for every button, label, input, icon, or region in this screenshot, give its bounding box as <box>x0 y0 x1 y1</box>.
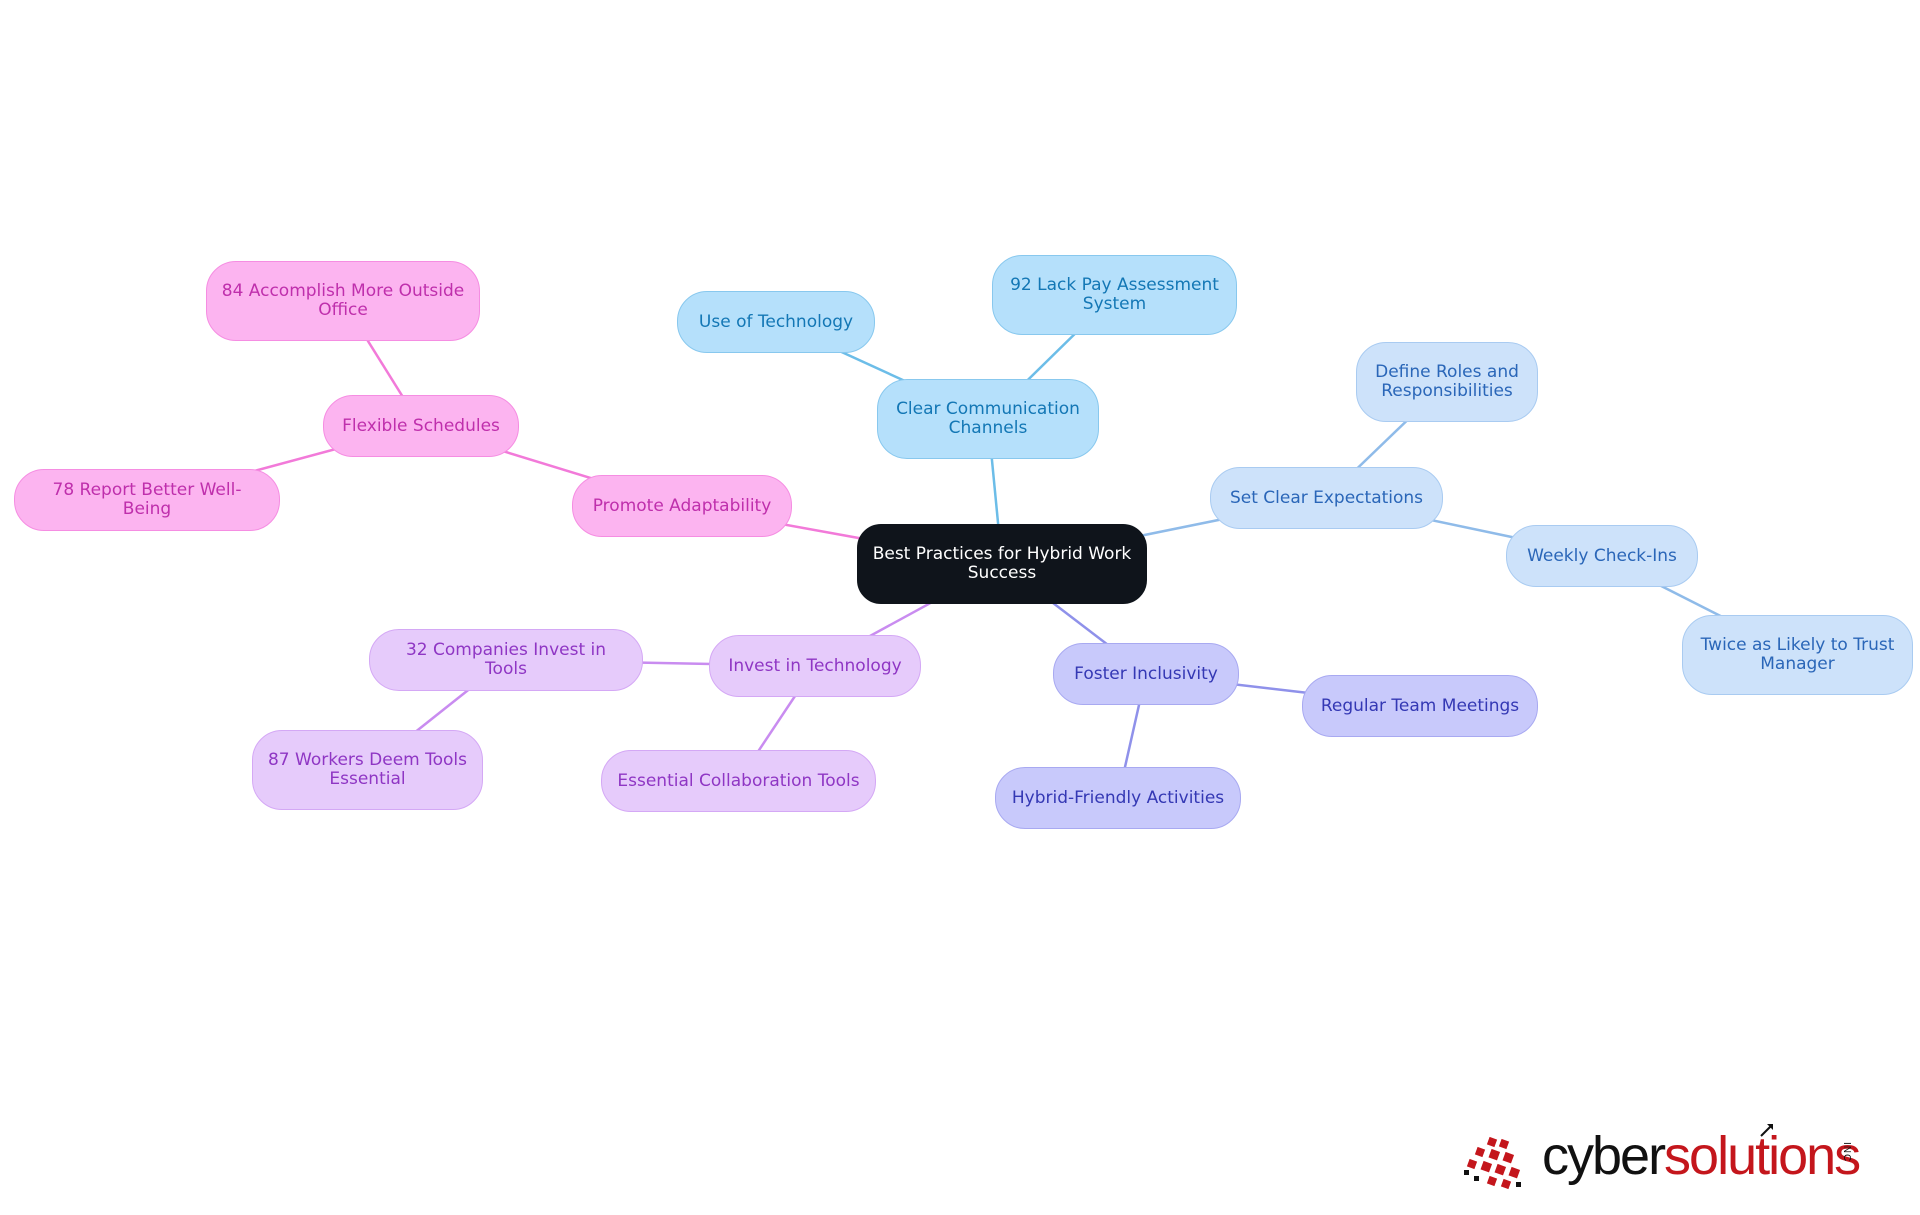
node-regular-team-meetings: Regular Team Meetings <box>1302 675 1538 737</box>
node-84-accomplish-more: 84 Accomplish More Outside Office <box>206 261 480 341</box>
node-78-report-better: 78 Report Better Well-Being <box>14 469 280 531</box>
node-87-workers-deem: 87 Workers Deem Tools Essential <box>252 730 483 810</box>
logo-wordmark: cybersolutions <box>1542 1126 1861 1186</box>
node-92-lack-pay: 92 Lack Pay Assessment System <box>992 255 1237 335</box>
node-invest-in-technology: Invest in Technology <box>709 635 921 697</box>
node-use-of-technology: Use of Technology <box>677 291 875 353</box>
root-node: Best Practices for Hybrid Work Success <box>857 524 1147 604</box>
node-define-roles: Define Roles and Responsibilities <box>1356 342 1538 422</box>
node-flexible-schedules: Flexible Schedules <box>323 395 519 457</box>
logo-mark-icon <box>1464 1136 1521 1190</box>
node-32-companies-invest: 32 Companies Invest in Tools <box>369 629 643 691</box>
node-promote-adaptability: Promote Adaptability <box>572 475 792 537</box>
node-clear-communication: Clear Communication Channels <box>877 379 1099 459</box>
node-hybrid-friendly-activities: Hybrid-Friendly Activities <box>995 767 1241 829</box>
node-twice-as-likely: Twice as Likely to Trust Manager <box>1682 615 1913 695</box>
cybersolutions-logo: cybersolutions INC <box>1462 1120 1882 1200</box>
node-weekly-check-ins: Weekly Check-Ins <box>1506 525 1698 587</box>
node-essential-collaboration: Essential Collaboration Tools <box>601 750 876 812</box>
node-set-clear-expectations: Set Clear Expectations <box>1210 467 1443 529</box>
node-foster-inclusivity: Foster Inclusivity <box>1053 643 1239 705</box>
logo-inc-label: INC <box>1841 1142 1852 1163</box>
logo-arrow-icon <box>1760 1124 1773 1137</box>
